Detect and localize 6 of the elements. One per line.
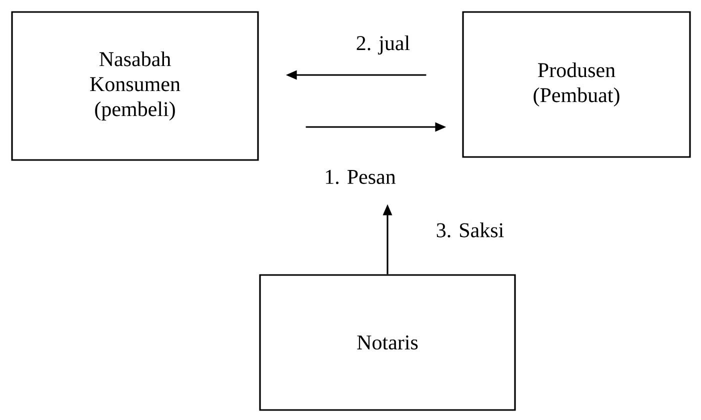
edge-label: 3. Saksi xyxy=(436,222,504,238)
box: Produsen (Pembuat) xyxy=(462,11,691,158)
edge-label: 2. jual xyxy=(356,35,410,55)
box: Notaris xyxy=(259,274,516,411)
edge-label: 1. Pesan xyxy=(326,170,396,184)
box: Nasabah Konsumen (pembeli) xyxy=(11,11,259,161)
